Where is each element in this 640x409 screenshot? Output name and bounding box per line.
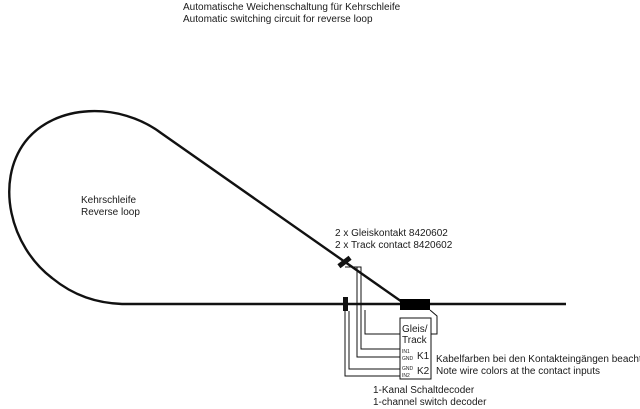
decoder-gnd2: GND	[402, 366, 414, 372]
decoder-label-line-2: 1-channel switch decoder	[373, 397, 487, 408]
contact-label-line-1: 2 x Gleiskontakt 8420602	[335, 228, 448, 239]
title-line-2: Automatic switching circuit for reverse …	[183, 14, 373, 25]
wires	[344, 266, 438, 377]
wire-gnd2	[348, 311, 400, 370]
decoder-in1: IN1	[402, 349, 410, 355]
wire-note-line-2: Note wire colors at the contact inputs	[436, 366, 600, 377]
decoder-label-line-1: 1-Kanal Schaltdecoder	[373, 385, 475, 396]
wire-in2	[344, 311, 400, 377]
loop-label-line-2: Reverse loop	[81, 207, 140, 218]
turnout-block	[400, 299, 430, 310]
wire-track-right	[429, 309, 438, 335]
decoder-in2: IN2	[402, 373, 410, 379]
wire-track-left	[364, 310, 400, 335]
decoder-k1: K1	[417, 351, 430, 362]
decoder-box	[399, 317, 432, 380]
decoder-k2: K2	[417, 366, 430, 377]
wire-gnd1	[349, 266, 400, 358]
reverse-loop-track	[8, 109, 566, 306]
decoder-track-line-1: Gleis/	[402, 324, 428, 335]
contact-label-line-2: 2 x Track contact 8420602	[335, 240, 453, 251]
wire-in1	[345, 266, 400, 350]
loop-label-line-1: Kehrschleife	[81, 195, 136, 206]
track-contact-diagonal	[337, 255, 352, 269]
title-line-1: Automatische Weichenschaltung für Kehrsc…	[183, 2, 401, 13]
decoder-gnd1: GND	[402, 356, 414, 362]
track-contact-main	[343, 297, 348, 311]
wire-note-line-1: Kabelfarben bei den Kontakteingängen bea…	[436, 354, 640, 365]
decoder-track-line-2: Track	[402, 335, 428, 346]
